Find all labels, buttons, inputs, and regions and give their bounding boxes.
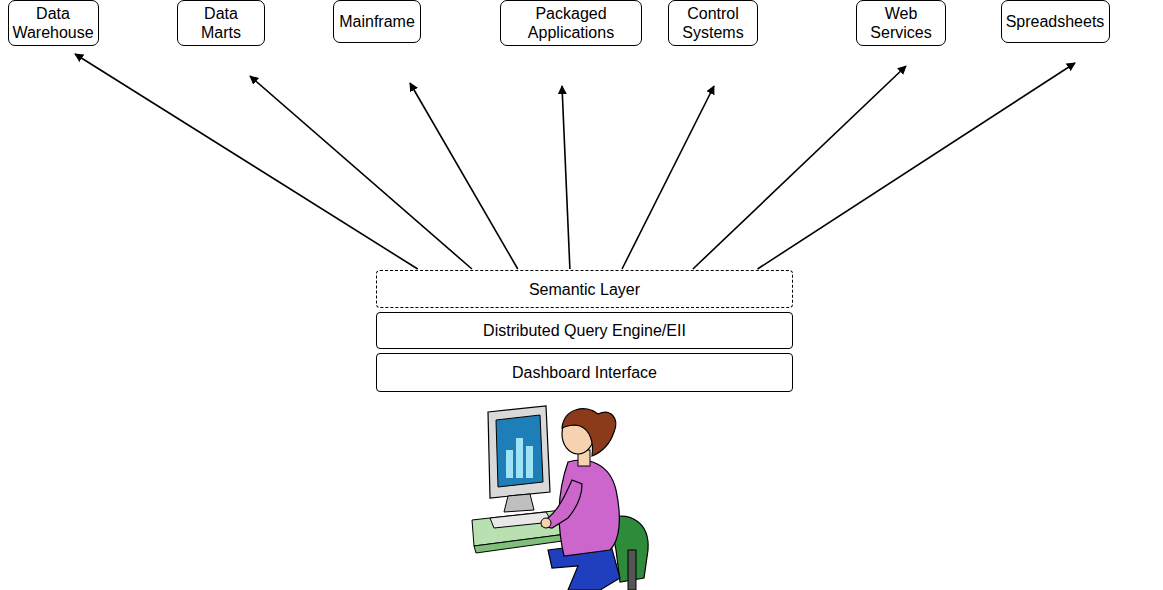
connector-arrow xyxy=(562,86,570,269)
chair-post xyxy=(628,550,636,590)
box-label: Data Marts xyxy=(182,4,260,42)
box-label: Mainframe xyxy=(339,12,415,31)
screen-bar xyxy=(506,450,513,478)
source-box: Control Systems xyxy=(668,0,758,46)
keyboard xyxy=(490,512,552,528)
screen-bar xyxy=(526,446,533,478)
box-label: Spreadsheets xyxy=(1006,12,1105,31)
box-label: Distributed Query Engine/EII xyxy=(483,321,686,340)
source-box: Web Services xyxy=(856,0,946,46)
connector-arrow xyxy=(622,86,714,269)
connector-arrow xyxy=(250,76,472,269)
connector-arrow xyxy=(410,83,518,269)
box-label: Data Warehouse xyxy=(12,4,93,42)
dashboard-layer: Dashboard Interface xyxy=(376,353,793,392)
source-box: Data Marts xyxy=(177,0,265,46)
user-illustration xyxy=(460,400,670,590)
source-box: Mainframe xyxy=(333,0,421,43)
monitor-screen xyxy=(496,415,543,487)
box-label: Web Services xyxy=(861,4,941,42)
query-engine-layer: Distributed Query Engine/EII xyxy=(376,312,793,349)
semantic-layer: Semantic Layer xyxy=(376,270,793,308)
connector-arrow xyxy=(693,66,906,269)
arm xyxy=(542,480,582,528)
hair xyxy=(562,409,616,456)
box-label: Packaged Applications xyxy=(505,4,637,42)
source-box: Data Warehouse xyxy=(8,0,99,46)
monitor xyxy=(488,406,550,498)
monitor-stand xyxy=(504,494,534,512)
box-label: Dashboard Interface xyxy=(512,363,657,382)
connector-arrow xyxy=(75,54,418,269)
source-box: Packaged Applications xyxy=(500,0,642,46)
box-label: Semantic Layer xyxy=(529,280,640,299)
screen-bar xyxy=(516,438,523,478)
source-box: Spreadsheets xyxy=(1001,0,1110,43)
connector-arrow xyxy=(758,63,1075,269)
box-label: Control Systems xyxy=(673,4,753,42)
hand xyxy=(541,518,551,528)
